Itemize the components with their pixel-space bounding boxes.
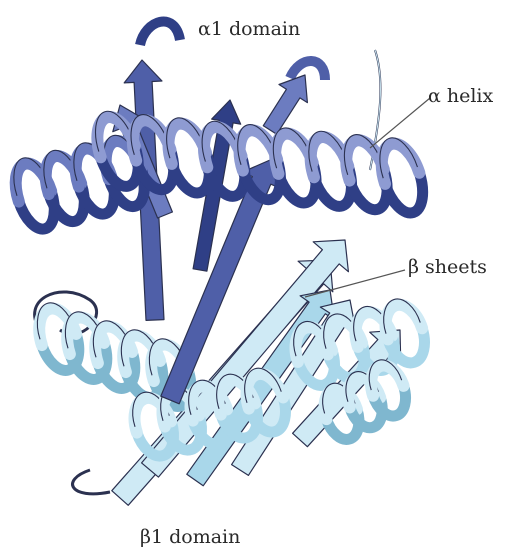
alpha-strand <box>263 75 307 134</box>
beta-sheets-label: β sheets <box>408 258 487 277</box>
alpha-helix-label: α helix <box>428 87 493 106</box>
alpha-loop <box>290 61 325 80</box>
beta1-domain-label: β1 domain <box>140 528 240 547</box>
beta-loop <box>73 470 110 494</box>
alpha-helix-turn-front <box>374 138 419 183</box>
beta-helix-turn-front <box>365 361 403 396</box>
alpha1-domain-label: α1 domain <box>198 20 300 39</box>
alpha-loop <box>140 21 180 45</box>
